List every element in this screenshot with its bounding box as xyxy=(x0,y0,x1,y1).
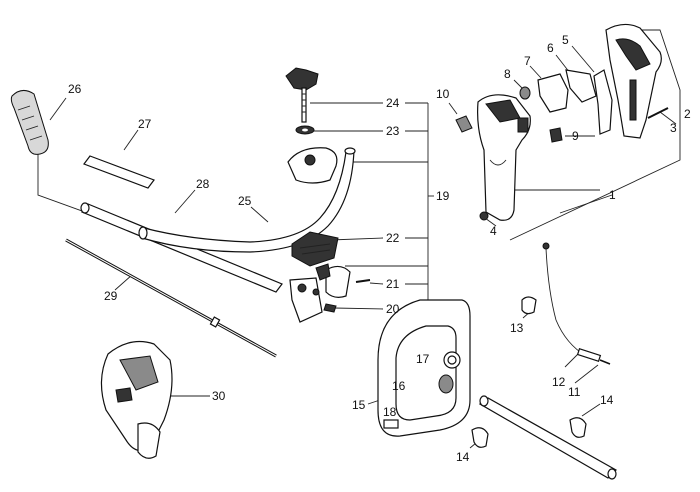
guard-plate xyxy=(377,299,471,437)
handle-tube xyxy=(80,202,283,293)
plug-cap xyxy=(455,115,473,133)
shoulder-harness xyxy=(100,341,173,459)
trigger-cover xyxy=(537,73,569,113)
callout-2: 2 xyxy=(684,107,691,121)
screw xyxy=(647,107,669,119)
callout-21: 21 xyxy=(386,277,400,291)
callout-14-a: 14 xyxy=(600,393,614,407)
clamp-top xyxy=(287,147,338,184)
tube-clamp-b xyxy=(471,427,489,448)
callout-16: 16 xyxy=(392,379,406,393)
ring-spacer xyxy=(519,86,531,100)
callout-1: 1 xyxy=(609,188,616,202)
callout-24: 24 xyxy=(386,96,400,110)
clamp-block xyxy=(291,231,339,267)
grommet xyxy=(438,351,461,394)
decal-strip xyxy=(83,155,155,189)
switch xyxy=(549,127,563,143)
callout-13: 13 xyxy=(510,321,524,335)
callout-labels: 1 2 3 4 5 6 7 8 9 10 11 12 13 14 14 15 1… xyxy=(68,33,691,464)
callout-10: 10 xyxy=(436,87,450,101)
callout-7: 7 xyxy=(524,54,531,68)
clamp-halves xyxy=(315,263,371,298)
callout-19: 19 xyxy=(436,189,450,203)
handle-housing xyxy=(605,23,662,139)
callout-5: 5 xyxy=(562,33,569,47)
knob-bolt xyxy=(285,67,319,123)
callout-22: 22 xyxy=(386,231,400,245)
throttle-cable xyxy=(542,242,611,365)
callout-15: 15 xyxy=(352,398,366,412)
callout-29: 29 xyxy=(104,289,118,303)
cable-clip xyxy=(521,296,537,315)
callout-6: 6 xyxy=(547,41,554,55)
callout-30: 30 xyxy=(212,389,226,403)
throttle-trigger xyxy=(565,69,597,103)
small-nut xyxy=(479,211,489,221)
callout-14-b: 14 xyxy=(456,450,470,464)
bike-handlebar xyxy=(138,147,356,253)
tube-clamp-a xyxy=(569,417,587,438)
callout-4: 4 xyxy=(490,224,497,238)
callout-26: 26 xyxy=(68,82,82,96)
callout-9: 9 xyxy=(572,129,579,143)
washer xyxy=(295,125,315,135)
callout-28: 28 xyxy=(196,177,210,191)
clamp-base xyxy=(289,277,337,323)
callout-8: 8 xyxy=(504,67,511,81)
callout-12: 12 xyxy=(552,375,566,389)
callout-20: 20 xyxy=(386,302,400,316)
callout-18: 18 xyxy=(383,405,397,419)
front-grip xyxy=(10,90,49,155)
callout-11: 11 xyxy=(568,385,581,399)
callout-25: 25 xyxy=(238,194,252,208)
callout-3: 3 xyxy=(670,121,677,135)
throttle-handle xyxy=(477,94,531,221)
callout-27: 27 xyxy=(138,117,152,131)
drive-shaft xyxy=(65,238,277,358)
safety-lever xyxy=(593,69,613,135)
lower-tube xyxy=(478,395,617,480)
bolt xyxy=(383,419,399,429)
callout-23: 23 xyxy=(386,124,400,138)
callout-17: 17 xyxy=(416,352,430,366)
